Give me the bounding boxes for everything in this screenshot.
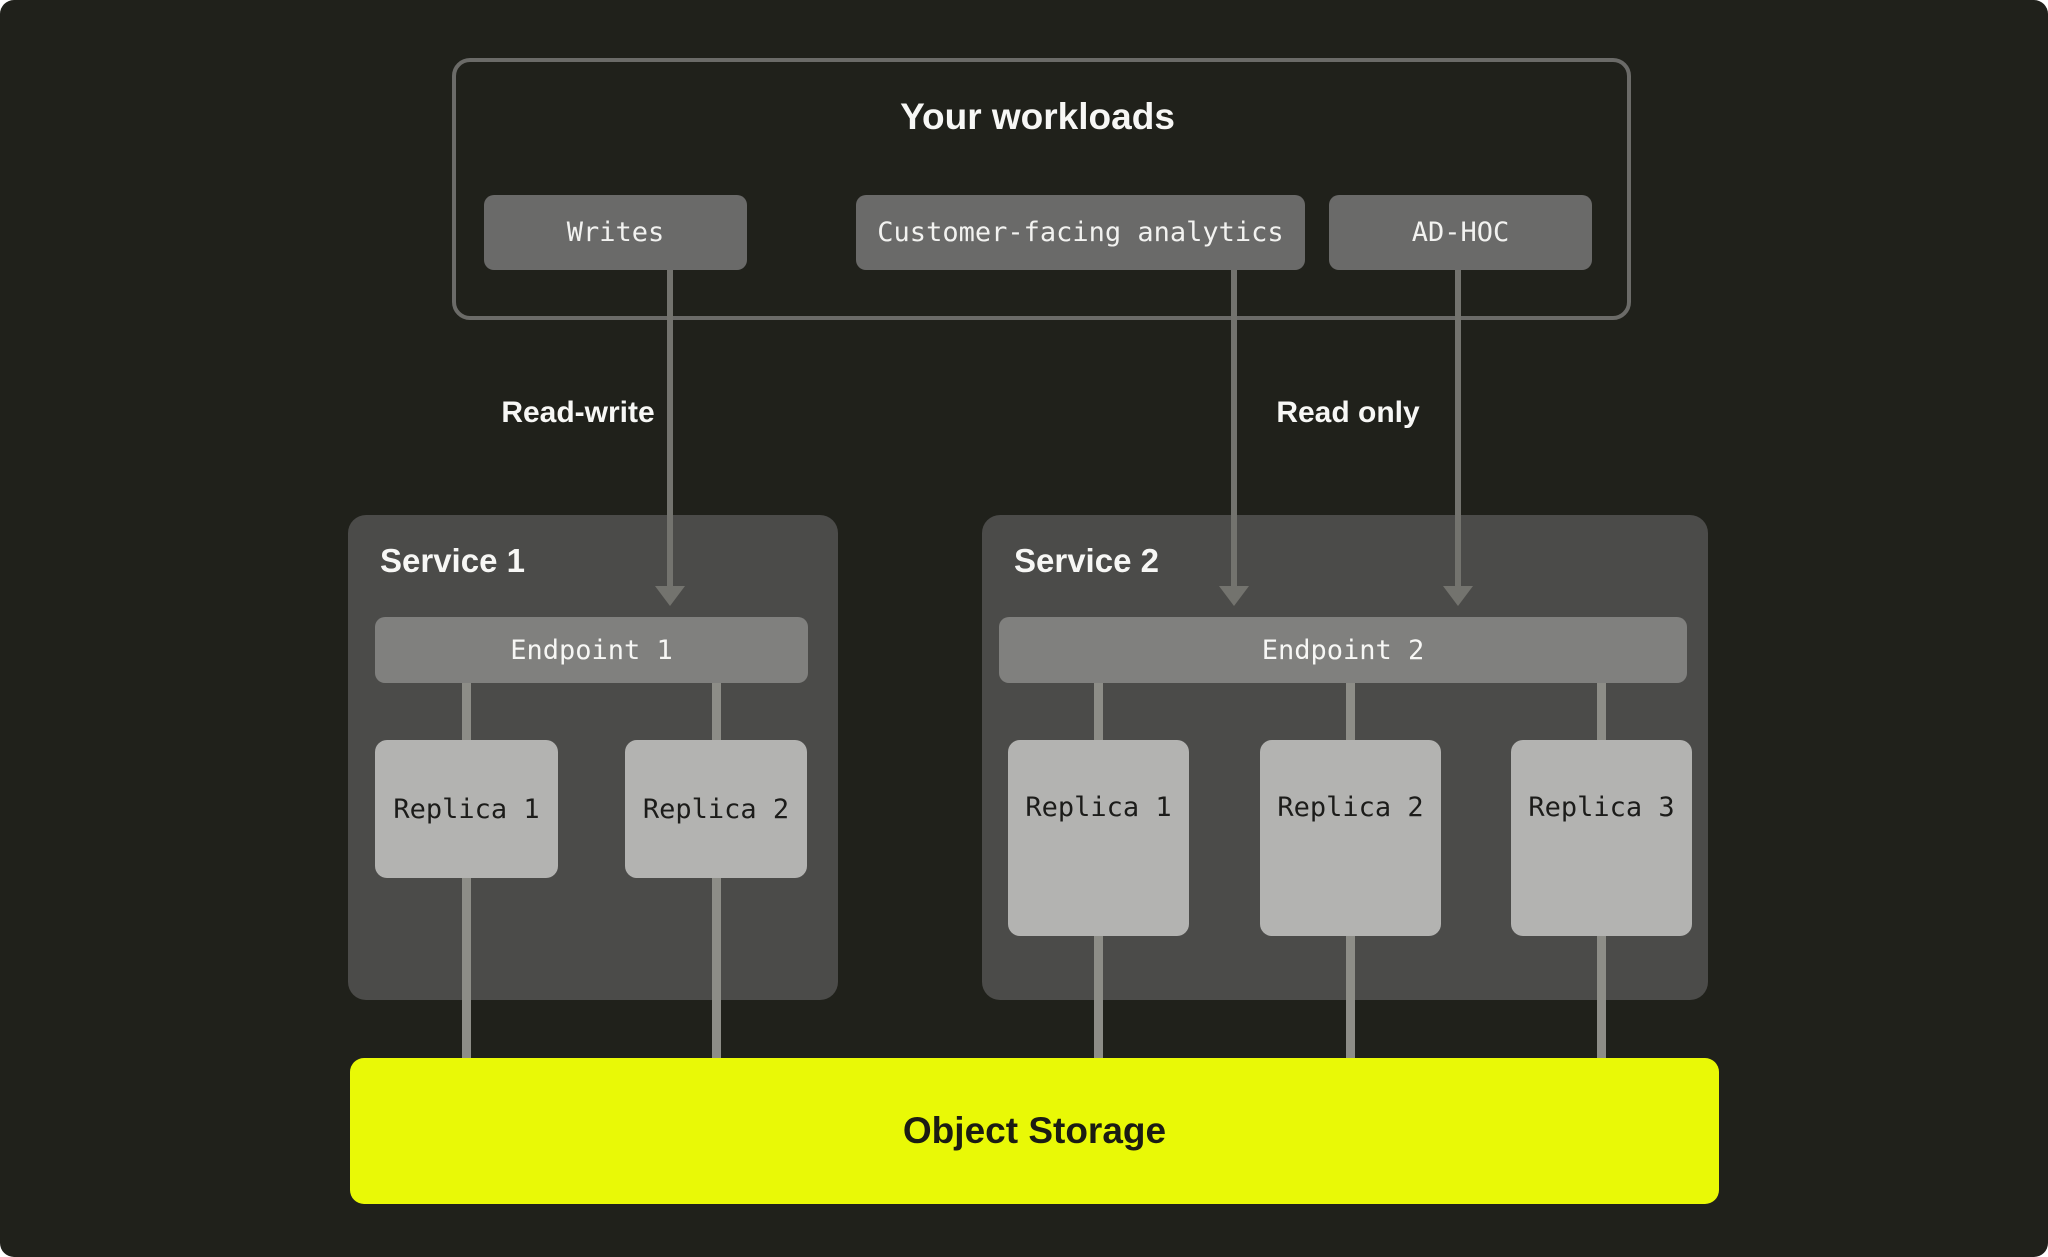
service-2-replica-2: Replica 2 [1260,740,1441,936]
arrow-head-icon [1219,586,1249,606]
service-1-title: Service 1 [380,542,525,579]
object-storage-label: Object Storage [902,1110,1167,1151]
replica-label: Replica 2 [642,793,790,825]
arrow-line-adhoc-to-endpoint2 [1455,270,1461,586]
service-2-endpoint: Endpoint 2 [999,617,1687,683]
arrow-head-icon [1443,586,1473,606]
workload-pill-writes: Writes [484,195,747,270]
arrow-head-icon [655,586,685,606]
edge-label-read-write: Read-write [501,396,655,429]
service-1-replica-2: Replica 2 [625,740,807,878]
arrow-line-analytics-to-endpoint2 [1231,270,1237,586]
replica-label: Replica 1 [393,793,540,825]
replica-label: Replica 2 [1277,792,1424,823]
workload-pill-ad-hoc: AD-HOC [1329,195,1592,270]
service-2-replica-3: Replica 3 [1511,740,1692,936]
workloads-group-box [452,58,1631,320]
workloads-title: Your workloads [900,96,1175,137]
service-1-endpoint: Endpoint 1 [375,617,808,683]
object-storage-bar: Object Storage [350,1058,1719,1204]
edge-label-read-only: Read only [1276,396,1420,429]
service-2-title: Service 2 [1014,542,1159,579]
service-2-replica-1: Replica 1 [1008,740,1189,936]
replica-label: Replica 1 [1025,792,1172,823]
arrow-line-writes-to-endpoint1 [667,270,673,586]
workload-pill-customer-facing-analytics: Customer-facing analytics [856,195,1305,270]
service-1-replica-1: Replica 1 [375,740,558,878]
replica-label: Replica 3 [1528,792,1675,823]
